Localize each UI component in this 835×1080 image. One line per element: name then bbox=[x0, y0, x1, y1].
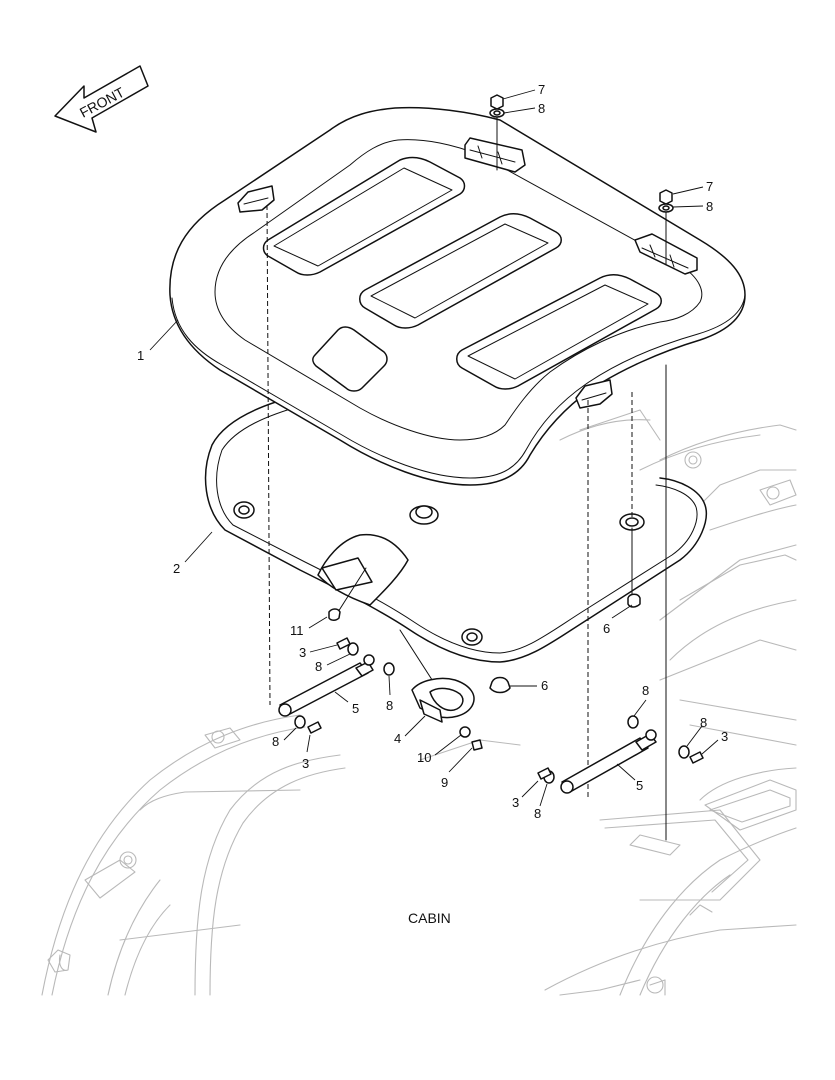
gas-strut-right bbox=[560, 729, 657, 794]
callout-6-lower: 6 bbox=[541, 678, 548, 693]
callout-4: 4 bbox=[394, 731, 401, 746]
callout-8-right-bottom: 8 bbox=[534, 806, 541, 821]
front-arrow: FRONT bbox=[54, 65, 149, 133]
callout-3-left-bottom: 3 bbox=[302, 756, 309, 771]
callout-1: 1 bbox=[137, 348, 144, 363]
part-4-latch bbox=[411, 677, 475, 723]
callout-8-right-hinge: 8 bbox=[706, 199, 713, 214]
callout-2: 2 bbox=[173, 561, 180, 576]
callout-5-right: 5 bbox=[636, 778, 643, 793]
callout-7-lower: 7 bbox=[706, 179, 713, 194]
callout-8-left-right: 8 bbox=[386, 698, 393, 713]
callout-8-left-bottom: 8 bbox=[272, 734, 279, 749]
callout-5-left: 5 bbox=[352, 701, 359, 716]
callout-3-right-bottom: 3 bbox=[512, 795, 519, 810]
callout-8-right-top: 8 bbox=[642, 683, 649, 698]
leader-lines bbox=[149, 89, 719, 807]
part-1-roof-hatch bbox=[169, 106, 746, 486]
callout-9: 9 bbox=[441, 775, 448, 790]
callout-7-upper: 7 bbox=[538, 82, 545, 97]
callout-6-upper: 6 bbox=[603, 621, 610, 636]
callout-labels: 1 2 7 8 7 8 3 8 5 8 8 3 11 4 10 9 6 6 8 … bbox=[137, 82, 728, 926]
callout-8-left-top: 8 bbox=[315, 659, 322, 674]
gas-strut-left bbox=[278, 654, 375, 717]
callout-3-right-top: 3 bbox=[721, 729, 728, 744]
callout-8-right-mid: 8 bbox=[700, 715, 707, 730]
callout-10: 10 bbox=[417, 750, 431, 765]
fasteners bbox=[294, 94, 704, 784]
callout-3-left-top: 3 bbox=[299, 645, 306, 660]
part-2-inner-liner bbox=[204, 394, 707, 663]
callout-8-upper: 8 bbox=[538, 101, 545, 116]
callout-11: 11 bbox=[290, 623, 304, 638]
cabin-label: CABIN bbox=[408, 910, 451, 926]
